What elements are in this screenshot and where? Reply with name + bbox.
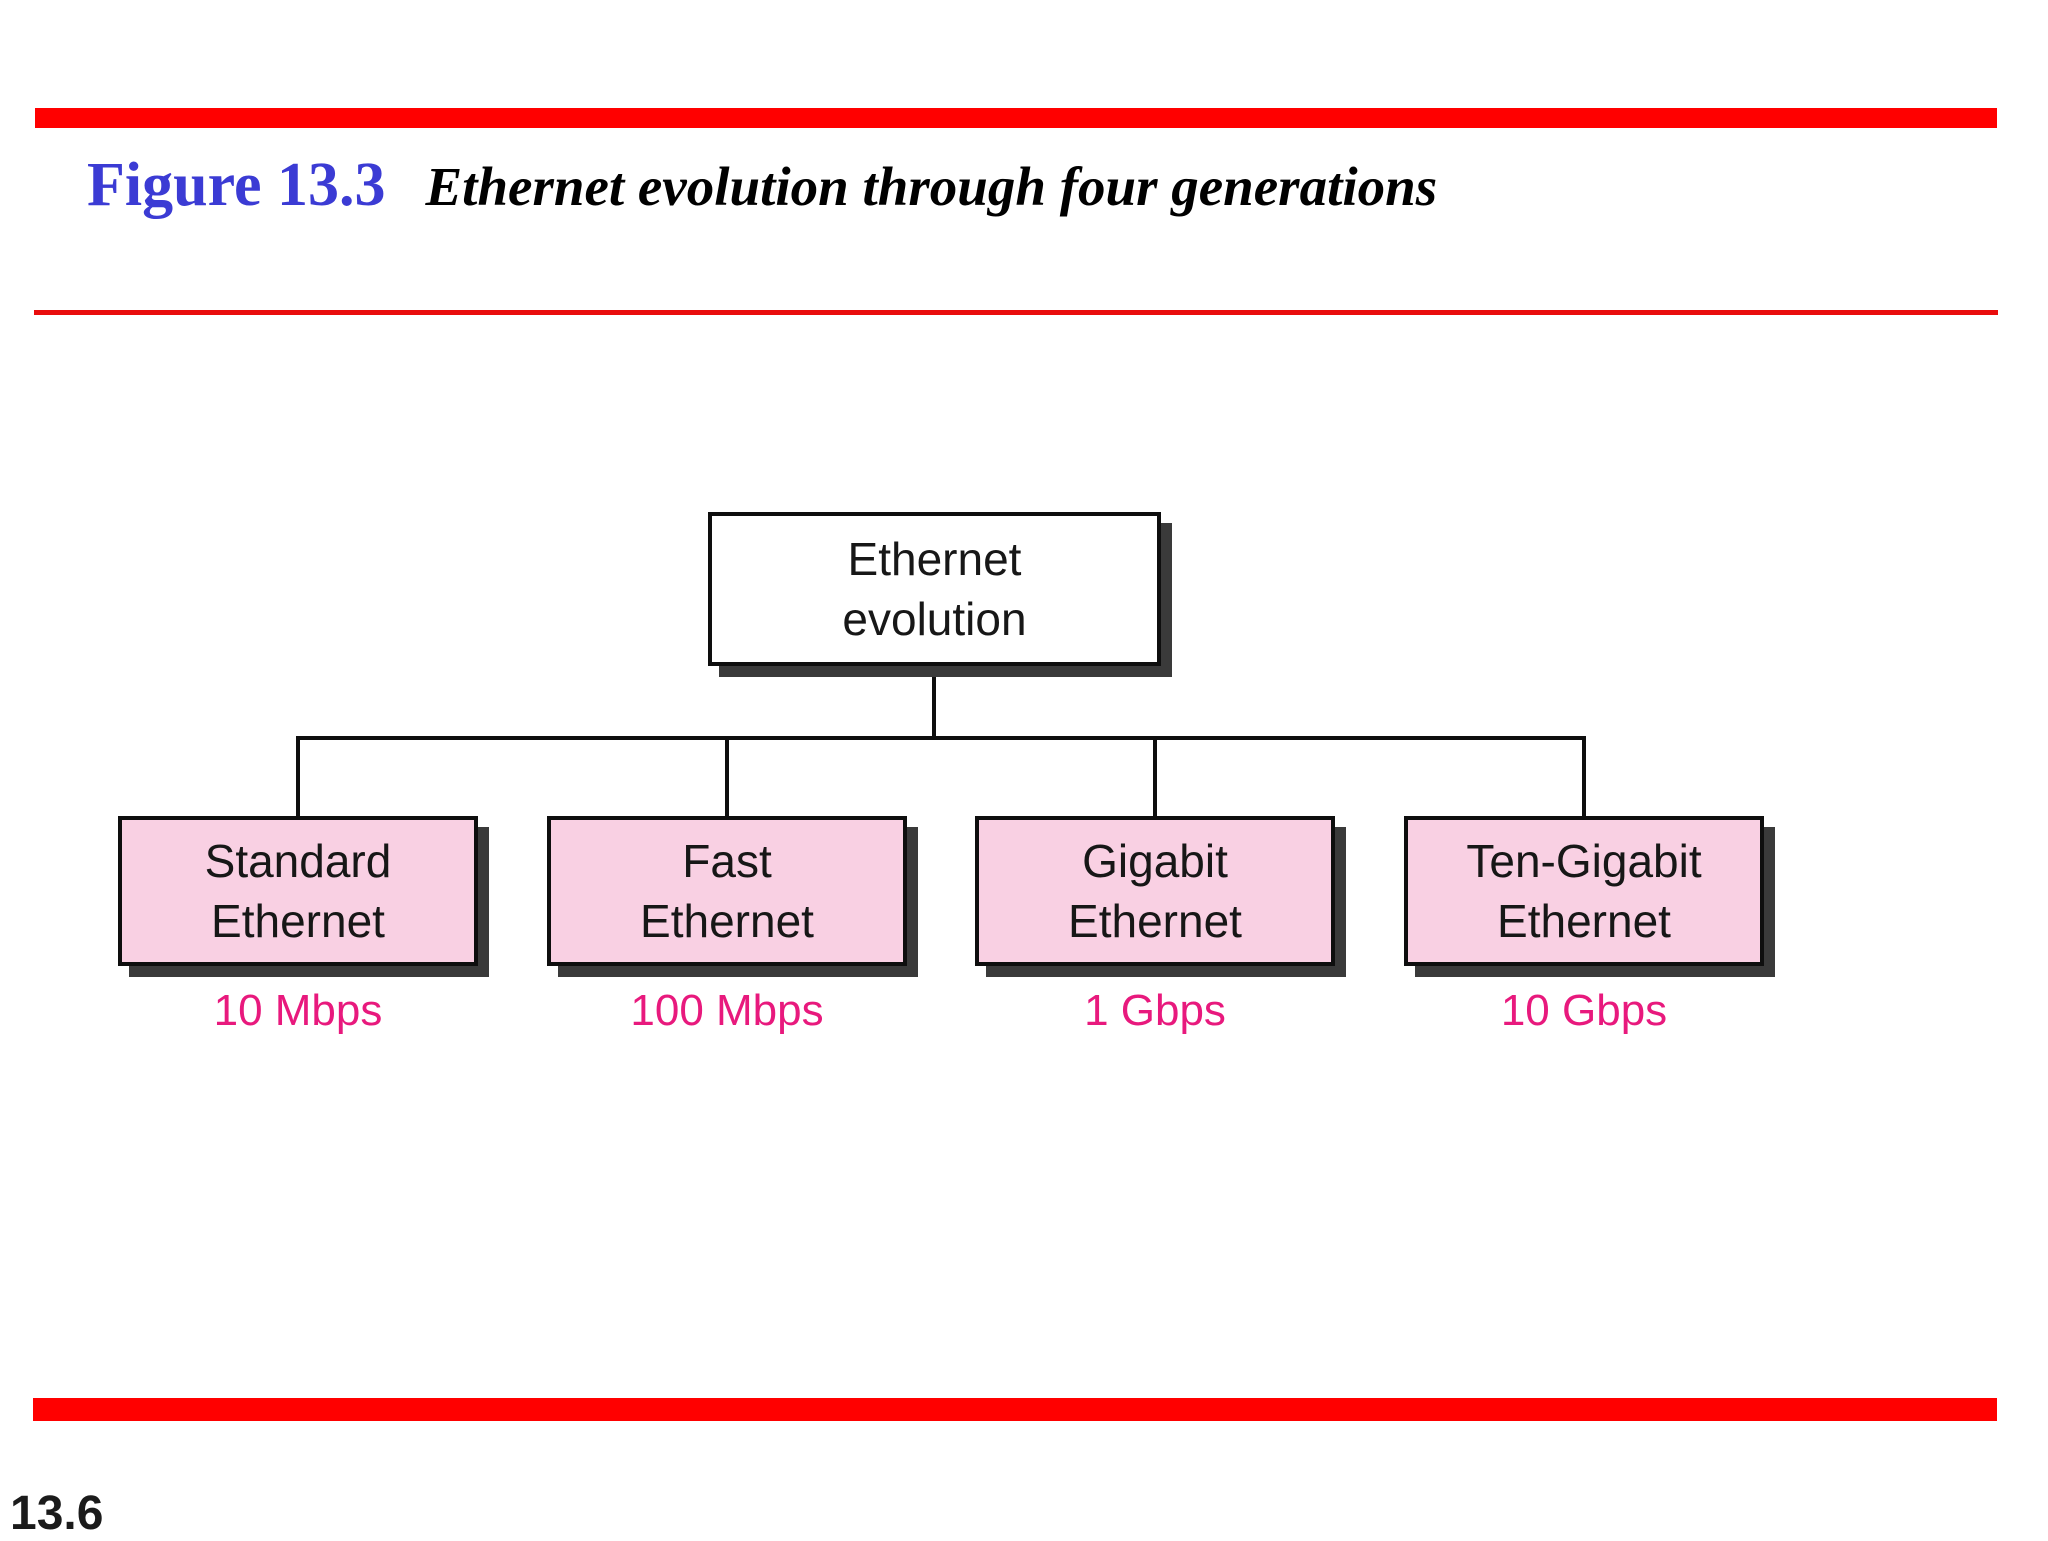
- node-gigabit-ethernet-line1: Gigabit: [1082, 835, 1228, 887]
- speed-label-standard: 10 Mbps: [213, 986, 383, 1035]
- node-ethernet-evolution: Ethernet evolution: [708, 512, 1161, 666]
- speed-label-gigabit: 1 Gbps: [1084, 986, 1226, 1035]
- connector-rail: [296, 736, 1586, 740]
- node-fast-ethernet: Fast Ethernet: [547, 816, 907, 966]
- connector-drop-gigabit: [1153, 740, 1157, 816]
- node-ten-gigabit-ethernet-line2: Ethernet: [1497, 895, 1671, 947]
- node-standard-ethernet: Standard Ethernet: [118, 816, 478, 966]
- node-gigabit-ethernet-line2: Ethernet: [1068, 895, 1242, 947]
- node-standard-ethernet-line2: Ethernet: [211, 895, 385, 947]
- connector-root-drop: [932, 664, 936, 740]
- connector-drop-ten-gigabit: [1582, 740, 1586, 816]
- figure-title-row: Figure 13.3 Ethernet evolution through f…: [87, 150, 1887, 221]
- node-ethernet-evolution-line1: Ethernet: [847, 533, 1022, 585]
- node-ethernet-evolution-line2: evolution: [842, 593, 1027, 645]
- node-standard-ethernet-line1: Standard: [204, 835, 392, 887]
- speed-label-fast: 100 Mbps: [630, 986, 824, 1035]
- node-fast-ethernet-line1: Fast: [682, 835, 772, 887]
- connector-drop-fast: [725, 740, 729, 816]
- top-red-bar: [35, 108, 1997, 128]
- slide-page-number: 13.6: [10, 1487, 104, 1540]
- node-ten-gigabit-ethernet-line1: Ten-Gigabit: [1466, 835, 1702, 887]
- figure-caption: Ethernet evolution through four generati…: [425, 156, 1438, 217]
- figure-number-label: Figure 13.3: [87, 151, 386, 219]
- node-gigabit-ethernet: Gigabit Ethernet: [975, 816, 1335, 966]
- speed-label-ten-gigabit: 10 Gbps: [1500, 986, 1668, 1035]
- node-fast-ethernet-line2: Ethernet: [640, 895, 814, 947]
- node-ten-gigabit-ethernet: Ten-Gigabit Ethernet: [1404, 816, 1764, 966]
- title-underline-rule: [34, 310, 1998, 315]
- bottom-red-bar: [33, 1398, 1997, 1421]
- connector-drop-standard: [296, 740, 300, 816]
